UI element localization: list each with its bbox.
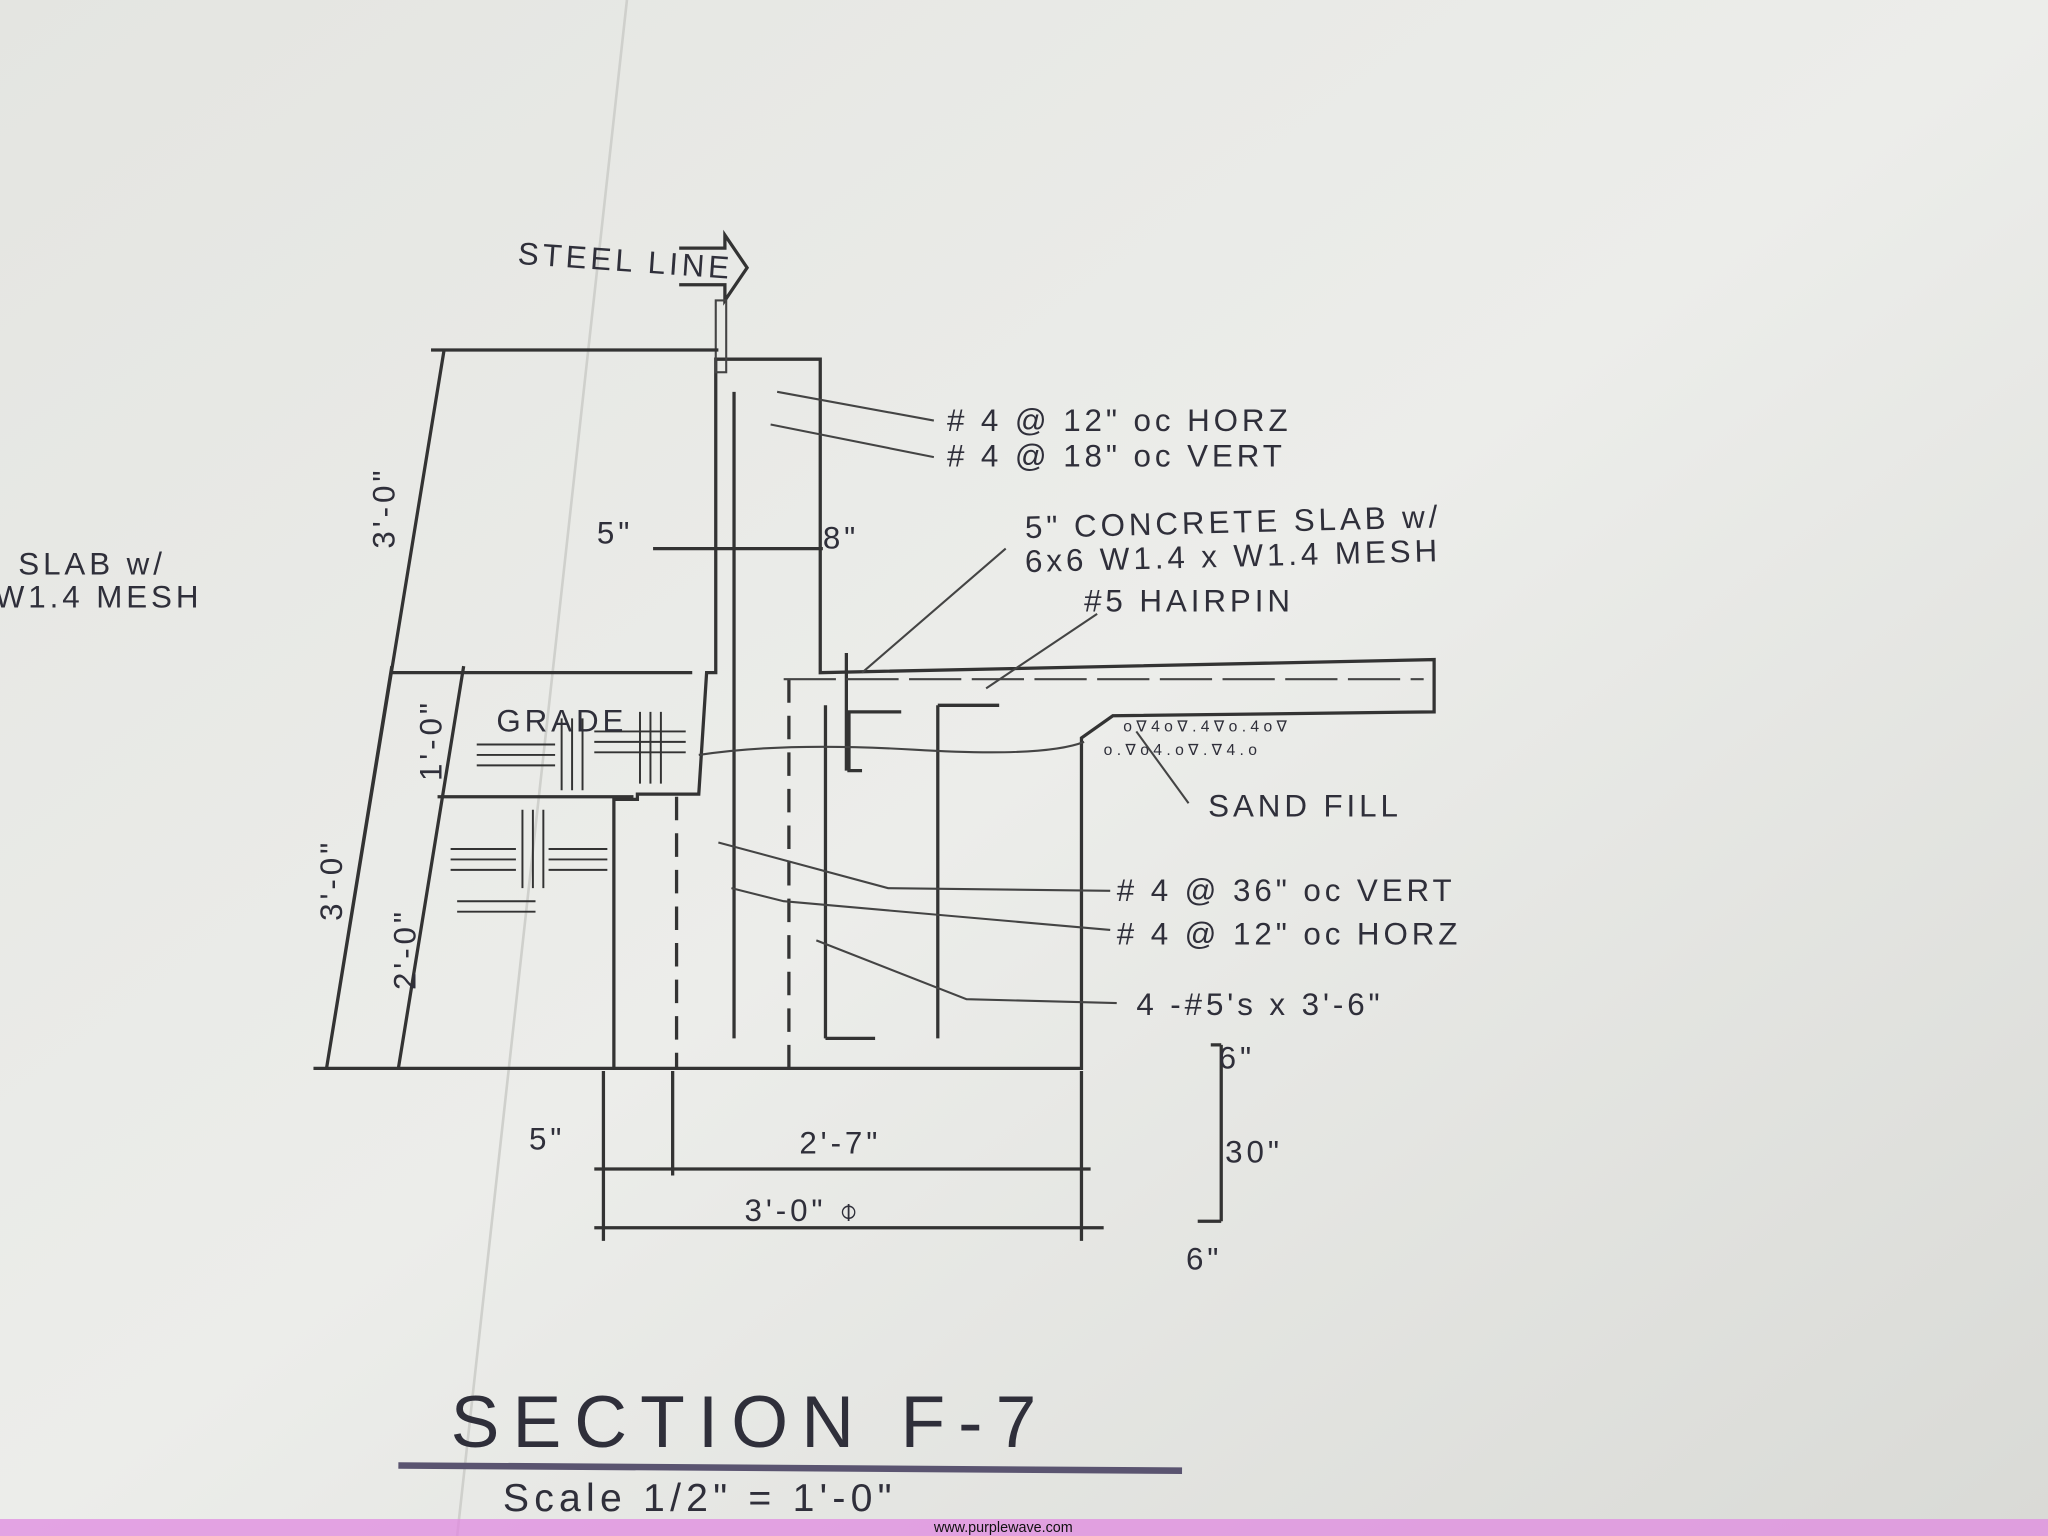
- svg-text:o . ∇ o 4 . o ∇ . ∇ 4 . o: o . ∇ o 4 . o ∇ . ∇ 4 . o: [1104, 742, 1258, 759]
- left-note-2: W1.4 MESH: [0, 579, 202, 614]
- dim-heel: 2'-7": [799, 1125, 881, 1160]
- dim-bar-length: 30": [1225, 1134, 1283, 1169]
- soil-hatch: [450, 711, 686, 913]
- hairpin-callout: #5 HAIRPIN: [1084, 583, 1294, 618]
- dim-footing-depth: 3'-0": [314, 839, 349, 921]
- horz-bot-callout: # 4 @ 12" oc HORZ: [1117, 916, 1462, 951]
- sand-fill-hatch: o ∇ 4 o ∇ . 4 ∇ o . 4 o ∇ o . ∇ o 4 . o …: [1104, 718, 1288, 759]
- dim-toe: 5": [529, 1121, 565, 1156]
- title-underline: [398, 1462, 1183, 1474]
- paper-fold: [455, 0, 629, 1536]
- watermark-band: [0, 1519, 2048, 1536]
- dim-cover-bot: 6": [1186, 1242, 1222, 1277]
- steel-column: [714, 299, 728, 374]
- dimension-lines: [313, 348, 1223, 1241]
- dim-ledge: 5": [597, 515, 633, 550]
- leader-lines: [718, 390, 1190, 1005]
- grade-label: GRADE: [496, 703, 627, 738]
- scale-label: Scale 1/2" = 1'-0": [503, 1477, 897, 1520]
- vert-bot-callout: # 4 @ 36" oc VERT: [1117, 873, 1456, 908]
- dim-cover-top: 6": [1219, 1040, 1255, 1075]
- vert-top-callout: # 4 @ 18" oc VERT: [947, 438, 1286, 473]
- bars-callout: 4 -#5's x 3'-6": [1136, 987, 1383, 1022]
- horz-top-callout: # 4 @ 12" oc HORZ: [947, 403, 1292, 438]
- dim-wall-height: 3'-0": [366, 467, 401, 549]
- steel-line-arrow: [679, 229, 750, 306]
- dim-footing-width: 3'-0" ⌽: [744, 1193, 861, 1228]
- svg-text:o ∇ 4 o ∇ . 4 ∇ o . 4 o ∇: o ∇ 4 o ∇ . 4 ∇ o . 4 o ∇: [1123, 718, 1287, 735]
- dim-upper: 1'-0": [413, 699, 448, 781]
- sand-fill-callout: SAND FILL: [1208, 788, 1402, 823]
- dim-wall-thk: 8": [823, 521, 859, 556]
- watermark: www.purplewave.com: [933, 1520, 1073, 1536]
- section-title: SECTION F-7: [451, 1382, 1050, 1463]
- left-note-1: SLAB w/: [18, 547, 166, 582]
- dim-lower: 2'-0": [387, 908, 422, 990]
